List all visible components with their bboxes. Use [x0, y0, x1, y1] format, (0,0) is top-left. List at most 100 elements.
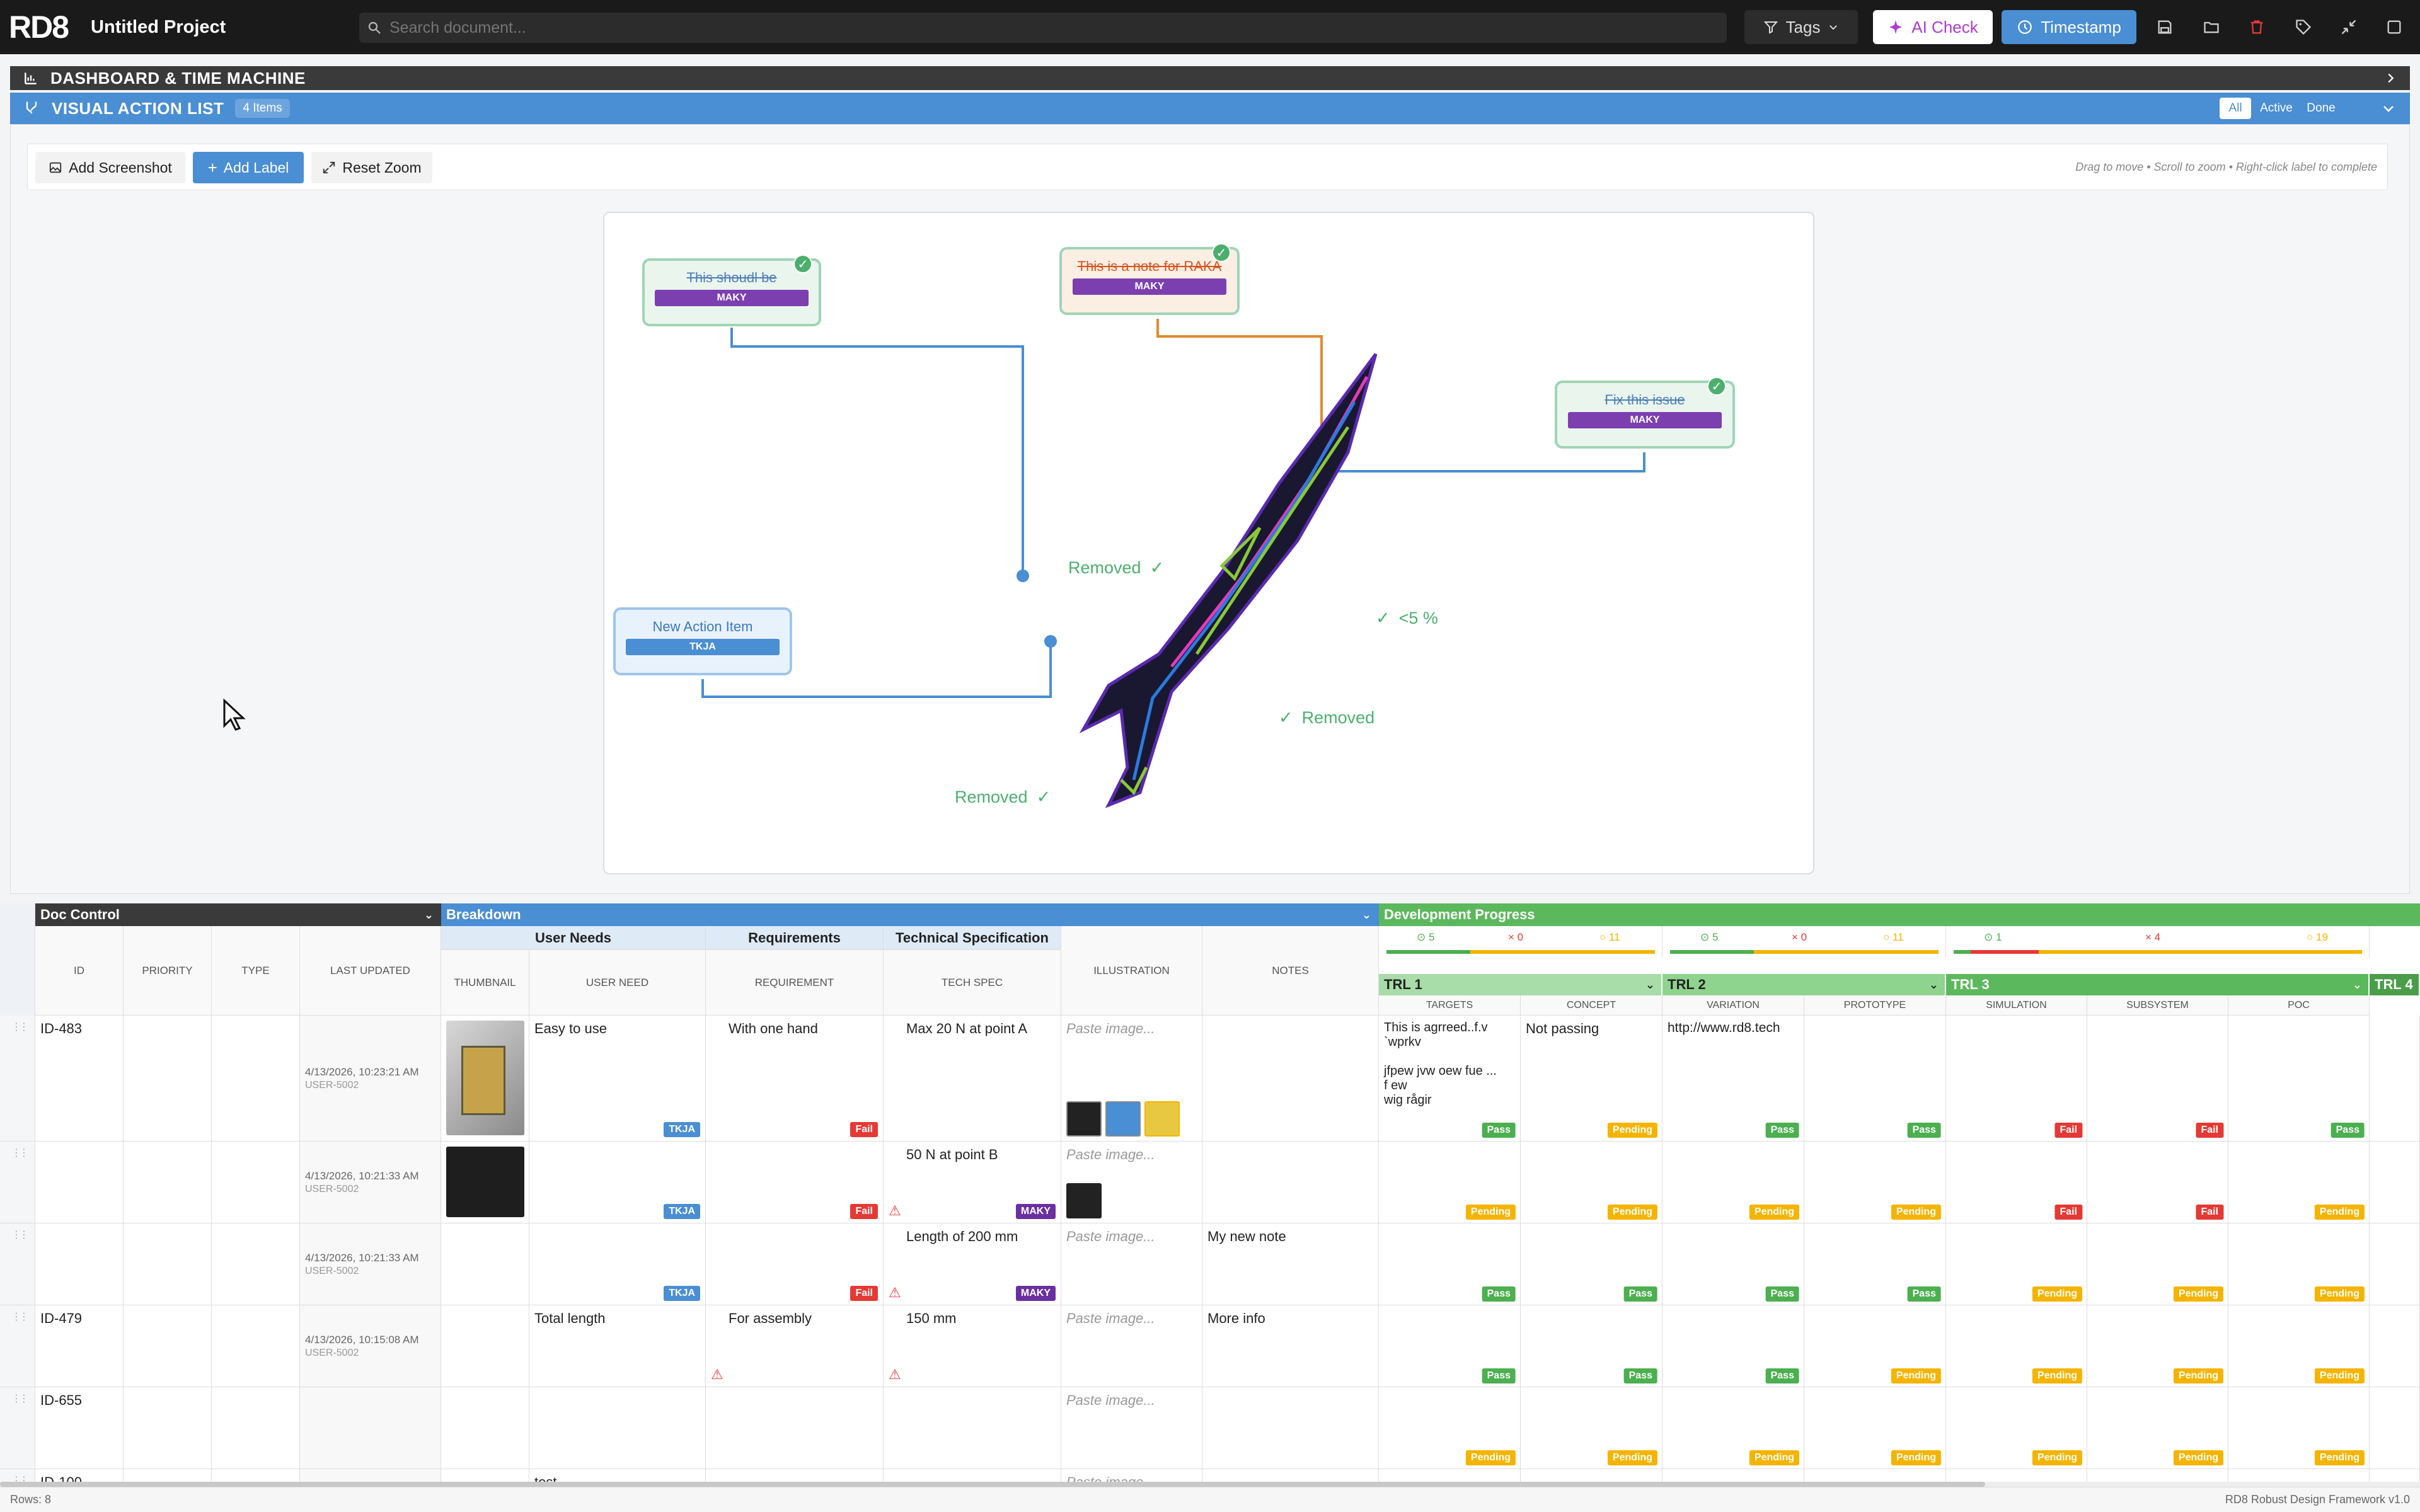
trl-subcolumn-header[interactable]: VARIATION — [1662, 995, 1804, 1016]
tech-spec-cell[interactable]: Max 20 N at point A — [884, 1016, 1061, 1142]
col-header-tech-spec[interactable]: TECH SPEC — [884, 950, 1061, 1016]
simulation-cell[interactable] — [1946, 1142, 2087, 1223]
window-icon[interactable] — [2381, 14, 2407, 40]
notes-cell[interactable] — [1202, 1387, 1379, 1469]
subsystem-cell[interactable] — [2087, 1223, 2228, 1305]
drag-handle-icon[interactable]: ⋮⋮ — [11, 1022, 29, 1033]
type-cell[interactable] — [212, 1142, 300, 1223]
warning-icon[interactable]: ⚠ — [711, 1366, 723, 1382]
requirement-cell[interactable]: Fail — [706, 1142, 884, 1223]
status-badge[interactable]: Pass — [1482, 1123, 1516, 1138]
annotation-canvas[interactable]: ✓ This shoudl be corrected MAKY ✓ This i… — [603, 212, 1814, 874]
id-cell[interactable] — [35, 1223, 124, 1305]
trl-subcolumn-header[interactable]: POC — [2228, 995, 2370, 1016]
chevron-down-icon[interactable]: ⌄ — [1361, 908, 1371, 921]
prototype-cell[interactable] — [1804, 1016, 1946, 1142]
status-badge[interactable]: Pending — [2173, 1368, 2223, 1383]
status-badge[interactable]: Pass — [1482, 1286, 1516, 1302]
reset-zoom-button[interactable]: Reset Zoom — [311, 152, 432, 183]
user-need-cell[interactable] — [529, 1387, 706, 1469]
subsystem-cell[interactable] — [2087, 1387, 2228, 1469]
user-need-cell[interactable]: Total length — [529, 1305, 706, 1387]
trl4-cell[interactable] — [2370, 1387, 2420, 1469]
dashboard-header[interactable]: DASHBOARD & TIME MACHINE — [10, 66, 2410, 90]
row-drag-handle[interactable]: ⋮⋮ — [0, 1223, 35, 1305]
filter-all-button[interactable]: All — [2220, 98, 2251, 119]
owner-tag[interactable]: TKJA — [664, 1204, 700, 1219]
ai-check-button[interactable]: AI Check — [1873, 10, 1993, 44]
status-badge[interactable]: Pending — [2314, 1450, 2365, 1465]
status-badge[interactable]: Pass — [1907, 1123, 1941, 1138]
illustration-thumbnail[interactable] — [1105, 1101, 1141, 1137]
removed-mark[interactable]: Removed ✓ — [955, 788, 1051, 807]
owner-tag[interactable]: TKJA — [664, 1122, 700, 1137]
warning-icon[interactable]: ⚠ — [889, 1285, 901, 1300]
trl4-cell[interactable] — [2370, 1305, 2420, 1387]
chevron-down-icon[interactable]: ⌄ — [1645, 978, 1655, 991]
illustration-thumbnail[interactable] — [1144, 1101, 1180, 1137]
status-badge[interactable]: Pending — [1749, 1450, 1799, 1465]
requirement-cell[interactable] — [706, 1469, 884, 1487]
status-badge[interactable]: Pending — [2173, 1286, 2223, 1302]
trl4-cell[interactable] — [2370, 1016, 2420, 1142]
subsystem-cell[interactable] — [2087, 1142, 2228, 1223]
owner-tag[interactable]: TKJA — [664, 1286, 700, 1301]
col-header-priority[interactable]: PRIORITY — [124, 926, 212, 1016]
status-badge[interactable]: Pass — [1765, 1286, 1799, 1302]
drag-handle-icon[interactable]: ⋮⋮ — [11, 1312, 29, 1322]
trl-header[interactable]: TRL 2⌄ — [1662, 974, 1946, 995]
type-cell[interactable] — [212, 1223, 300, 1305]
priority-cell[interactable] — [124, 1387, 212, 1469]
status-badge[interactable]: Pending — [2314, 1205, 2365, 1220]
subsystem-cell[interactable] — [2087, 1016, 2228, 1142]
status-badge[interactable]: Pending — [2032, 1286, 2082, 1302]
trl4-cell[interactable] — [2370, 1142, 2420, 1223]
warning-icon[interactable]: ⚠ — [889, 1366, 901, 1382]
subsystem-cell[interactable] — [2087, 1305, 2228, 1387]
col-header-notes[interactable]: NOTES — [1202, 926, 1379, 1016]
row-drag-handle[interactable]: ⋮⋮ — [0, 1305, 35, 1387]
targets-cell[interactable] — [1379, 1223, 1521, 1305]
concept-cell[interactable] — [1521, 1305, 1662, 1387]
thumbnail-cell[interactable] — [441, 1387, 529, 1469]
paste-image-placeholder[interactable]: Paste image... — [1066, 1147, 1155, 1162]
warning-icon[interactable]: ⚠ — [889, 1203, 901, 1218]
status-badge[interactable]: Pass — [1482, 1368, 1516, 1383]
tech-spec-cell[interactable] — [884, 1469, 1061, 1487]
filter-done-button[interactable]: Done — [2307, 101, 2336, 115]
variation-cell[interactable] — [1662, 1387, 1804, 1469]
prototype-cell[interactable] — [1804, 1469, 1946, 1487]
trl-subcolumn-header[interactable]: PROTOTYPE — [1804, 995, 1946, 1016]
user-need-cell[interactable]: TKJA — [529, 1223, 706, 1305]
concept-cell[interactable] — [1521, 1469, 1662, 1487]
prototype-cell[interactable] — [1804, 1223, 1946, 1305]
status-badge[interactable]: Pending — [2173, 1450, 2223, 1465]
status-badge[interactable]: Pending — [1891, 1368, 1941, 1383]
requirement-cell[interactable]: Fail — [706, 1223, 884, 1305]
simulation-cell[interactable] — [1946, 1469, 2087, 1487]
concept-cell[interactable]: Not passing — [1521, 1016, 1662, 1142]
priority-cell[interactable] — [124, 1305, 212, 1387]
priority-cell[interactable] — [124, 1469, 212, 1487]
col-header-user-need[interactable]: USER NEED — [529, 950, 706, 1016]
simulation-cell[interactable] — [1946, 1223, 2087, 1305]
prototype-cell[interactable] — [1804, 1305, 1946, 1387]
trl-subcolumn-header[interactable]: SUBSYSTEM — [2087, 995, 2228, 1016]
action-label-card[interactable]: ✓ This is a note for RAKA MAKY — [1059, 243, 1240, 315]
doc-control-group-header[interactable]: Doc Control ⌄ — [35, 903, 441, 926]
status-badge[interactable]: Pass — [1623, 1286, 1657, 1302]
illustration-thumbnail[interactable] — [1066, 1183, 1102, 1218]
status-badge[interactable]: Fail — [2054, 1123, 2082, 1138]
timestamp-button[interactable]: Timestamp — [2002, 10, 2136, 44]
percent-mark[interactable]: ✓ <5 % — [1376, 609, 1438, 628]
concept-cell[interactable] — [1521, 1223, 1662, 1305]
search-input[interactable] — [389, 18, 1700, 37]
tech-spec-cell[interactable]: 150 mm⚠ — [884, 1305, 1061, 1387]
status-badge[interactable]: Pass — [1623, 1368, 1657, 1383]
col-header-thumbnail[interactable]: THUMBNAIL — [441, 950, 529, 1016]
targets-cell[interactable] — [1379, 1469, 1521, 1487]
removed-mark[interactable]: ✓ Removed — [1279, 708, 1374, 728]
